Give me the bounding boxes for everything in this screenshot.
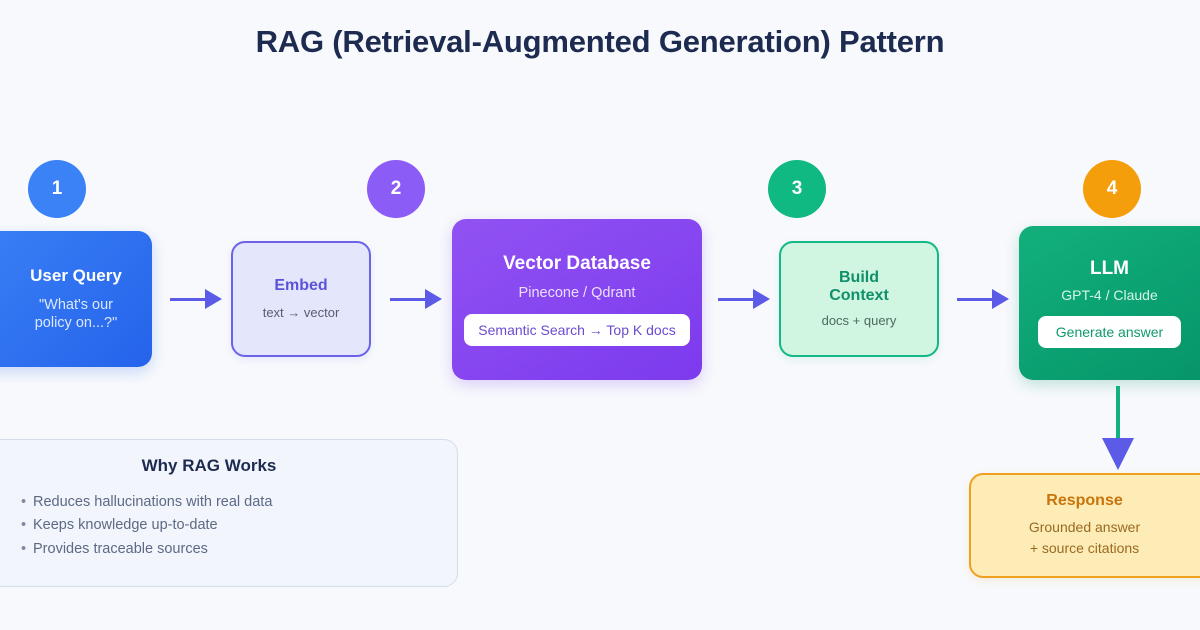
- arrow-head: [425, 289, 442, 309]
- node-llm[interactable]: LLM GPT-4 / Claude Generate answer: [1019, 226, 1200, 380]
- arrow-shaft: [957, 297, 992, 301]
- bullet-icon: •: [21, 540, 27, 557]
- node-user-query-subtitle-line1: "What's our: [39, 296, 113, 313]
- arrow-context-to-llm: [957, 289, 1009, 309]
- node-build-context-title-line1: Build: [839, 268, 879, 286]
- arrow-shaft: [170, 297, 205, 301]
- node-llm-subtitle: GPT-4 / Claude: [1061, 287, 1158, 304]
- node-response-subtitle-line1: Grounded answer: [1028, 519, 1141, 536]
- arrow-head: [992, 289, 1009, 309]
- step-badge-1: 1: [28, 160, 86, 218]
- node-response-subtitle-line2: + source citations: [1029, 540, 1140, 557]
- node-vector-database-pill[interactable]: Semantic Search → Top K docs: [464, 314, 690, 347]
- arrow-head: [205, 289, 222, 309]
- step-badge-4: 4: [1083, 160, 1141, 218]
- arrow-query-to-embed: [170, 289, 222, 309]
- node-response-subtitle: Grounded answer + source citations: [1029, 517, 1140, 559]
- arrow-vectordb-to-context: [718, 289, 770, 309]
- bullet-icon: •: [21, 494, 27, 510]
- node-response[interactable]: Response Grounded answer + source citati…: [969, 473, 1200, 578]
- node-user-query-subtitle: "What's our policy on...?": [35, 296, 118, 332]
- why-rag-works-list: • Reduces hallucinations with real data •…: [21, 491, 437, 561]
- why-rag-works-card: Why RAG Works • Reduces hallucinations wi…: [0, 439, 458, 587]
- node-response-title: Response: [1046, 491, 1123, 509]
- why-rag-works-title: Why RAG Works: [141, 456, 277, 475]
- node-vector-database-subtitle: Pinecone / Qdrant: [518, 284, 636, 301]
- arrow-shaft: [390, 297, 425, 301]
- node-embed-subtitle: text → vector: [262, 305, 340, 321]
- node-vector-database-title: Vector Database: [503, 252, 651, 274]
- node-vector-database[interactable]: Vector Database Pinecone / Qdrant Semant…: [452, 219, 702, 380]
- node-build-context[interactable]: Build Context docs + query: [779, 241, 939, 357]
- page-title: RAG (Retrieval-Augmented Generation) Pat…: [255, 24, 945, 59]
- node-build-context-title: Build Context: [829, 269, 889, 306]
- arrow-shaft: [1116, 386, 1120, 438]
- node-build-context-title-line2: Context: [829, 287, 889, 305]
- node-user-query-subtitle-line2: policy on...?": [34, 314, 118, 331]
- arrow-head: [1102, 438, 1134, 470]
- node-embed-title: Embed: [274, 276, 328, 294]
- list-item-label: Provides traceable sources: [33, 540, 208, 557]
- list-item: • Reduces hallucinations with real data: [21, 491, 437, 514]
- node-user-query[interactable]: User Query "What's our policy on...?": [0, 231, 152, 367]
- arrow-embed-to-vectordb: [390, 289, 442, 309]
- step-badge-3: 3: [768, 160, 826, 218]
- node-embed[interactable]: Embed text → vector: [231, 241, 371, 357]
- list-item-label: Reduces hallucinations with real data: [33, 494, 273, 510]
- step-badge-2: 2: [367, 160, 425, 218]
- node-llm-pill[interactable]: Generate answer: [1037, 315, 1182, 348]
- node-build-context-subtitle: docs + query: [821, 312, 897, 328]
- arrow-head: [753, 289, 770, 309]
- arrow-llm-to-response: [1102, 386, 1134, 470]
- list-item-label: Keeps knowledge up-to-date: [33, 517, 218, 534]
- list-item: • Provides traceable sources: [21, 538, 437, 561]
- node-user-query-title: User Query: [30, 266, 122, 286]
- bullet-icon: •: [21, 517, 27, 534]
- arrow-shaft: [718, 297, 753, 301]
- list-item: • Keeps knowledge up-to-date: [21, 514, 437, 537]
- node-llm-title: LLM: [1089, 258, 1130, 280]
